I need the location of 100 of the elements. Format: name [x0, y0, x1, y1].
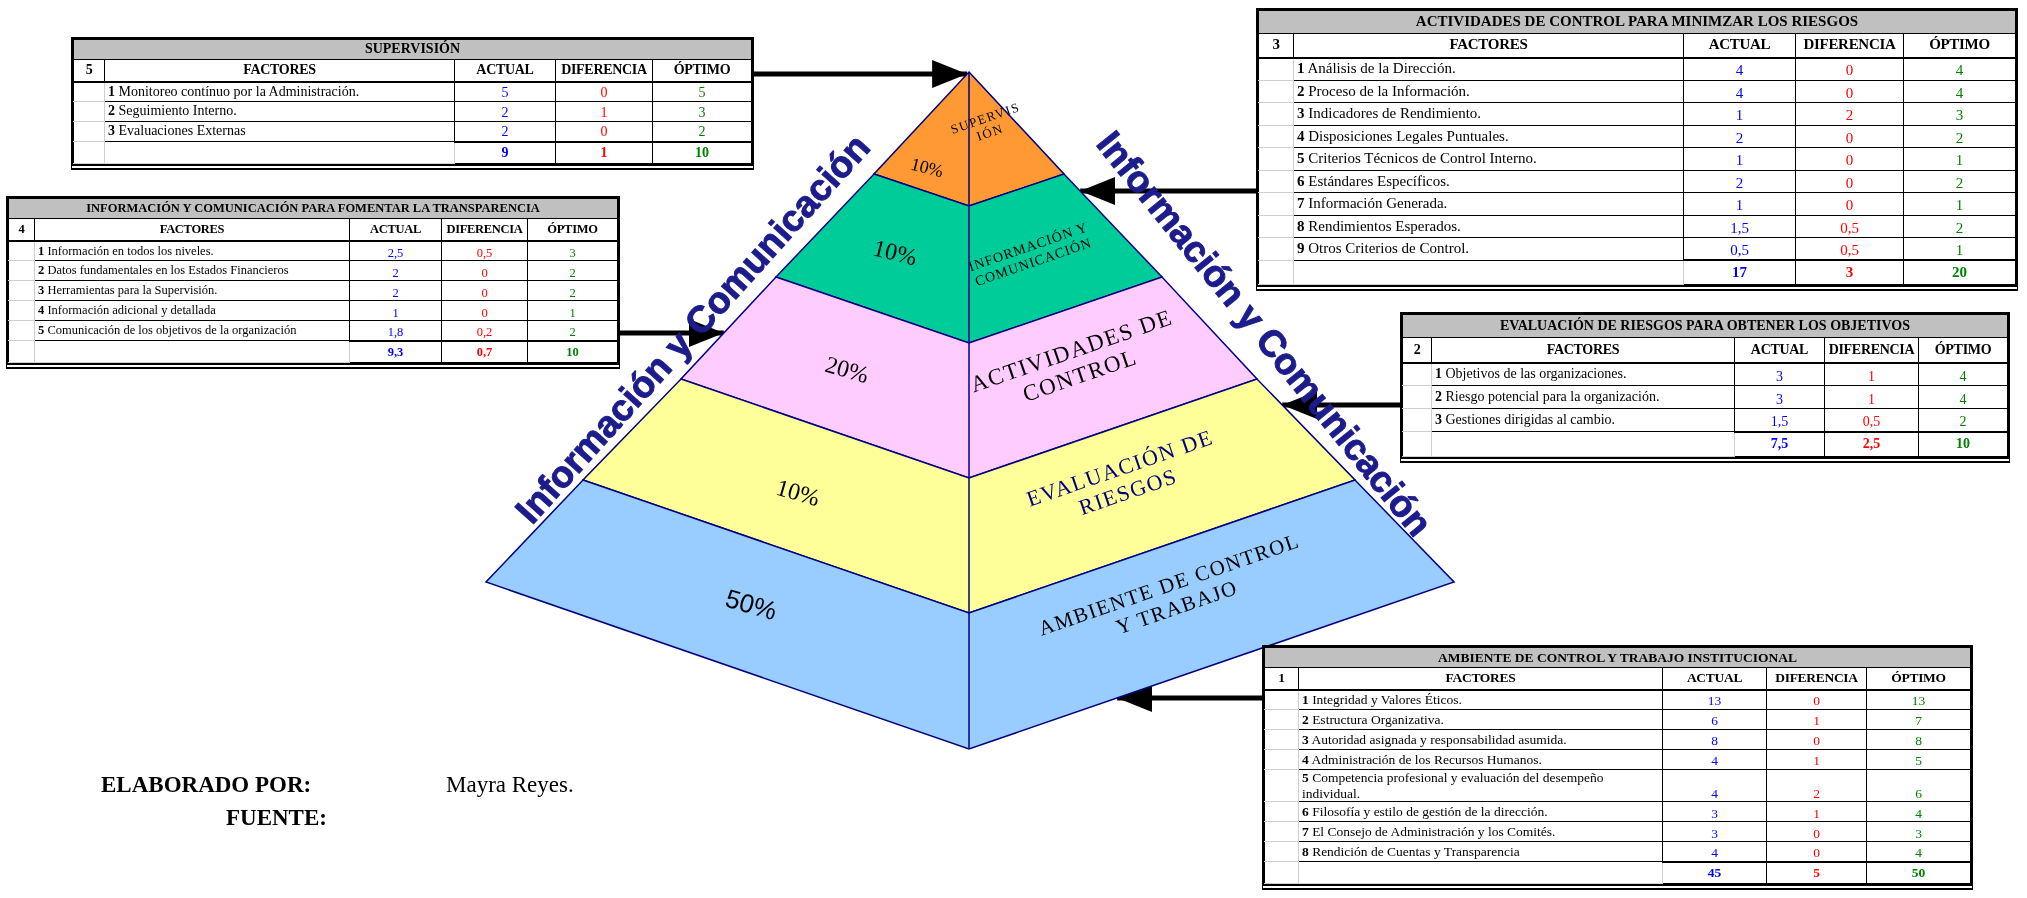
actual-value: 3 — [1662, 801, 1767, 822]
total-value: 0,7 — [441, 340, 528, 363]
optimum-value: 2 — [1903, 215, 2016, 238]
percentage-text: 20% — [822, 350, 872, 390]
column-header: DIFERENCIA — [555, 59, 653, 82]
column-header: FACTORES — [104, 59, 455, 82]
optimum-value: 3 — [1866, 821, 1971, 842]
column-header: ACTUAL — [349, 218, 442, 241]
difference-value: 0 — [555, 81, 653, 102]
arrow — [620, 319, 724, 347]
total-value: 3 — [1795, 260, 1904, 285]
percentage-text: 10% — [908, 153, 946, 183]
optimum-value: 2 — [527, 280, 618, 301]
actual-value: 2 — [1683, 125, 1796, 148]
arrow — [754, 60, 968, 88]
actual-value: 4 — [1683, 57, 1796, 80]
column-header: ACTUAL — [454, 59, 556, 82]
difference-value: 0 — [1766, 821, 1867, 842]
difference-value: 0 — [1795, 147, 1904, 170]
difference-value: 1 — [1766, 749, 1867, 770]
actual-value: 1 — [1683, 192, 1796, 215]
column-header: ÓPTIMO — [1866, 667, 1971, 690]
factor-text: 9 Otros Criterios de Control. — [1293, 237, 1684, 260]
difference-value: 1 — [555, 101, 653, 122]
difference-value: 2 — [1795, 102, 1904, 125]
actual-value: 3 — [1734, 385, 1825, 409]
factor-text: 1 Análisis de la Dirección. — [1293, 57, 1684, 80]
actual-value: 2,5 — [349, 240, 442, 261]
table-title: INFORMACIÓN Y COMUNICACIÓN PARA FOMENTAR LA TRANSPARENCIA — [8, 198, 618, 219]
actual-value: 3 — [1734, 362, 1825, 386]
total-value: 9,3 — [349, 340, 442, 363]
optimum-value: 1 — [1903, 192, 2016, 215]
column-header: FACTORES — [1431, 337, 1735, 363]
column-header: ACTUAL — [1734, 337, 1825, 363]
factor-text: 3 Evaluaciones Externas — [104, 121, 455, 142]
factor-text: 3 Herramientas para la Supervisión. — [34, 280, 350, 301]
column-header: DIFERENCIA — [1795, 33, 1904, 58]
optimum-value: 3 — [527, 240, 618, 261]
column-header: ÓPTIMO — [1903, 33, 2016, 58]
table-title: AMBIENTE DE CONTROL Y TRABAJO INSTITUCIONAL — [1264, 647, 1971, 668]
optimum-value: 7 — [1866, 709, 1971, 730]
factor-text: 7 Información Generada. — [1293, 192, 1684, 215]
table-title: SUPERVISIÓN — [73, 39, 752, 60]
total-value: 10 — [1918, 431, 2008, 457]
credit-label: FUENTE: — [226, 805, 327, 831]
optimum-value: 1 — [527, 300, 618, 321]
difference-value: 0 — [1766, 729, 1867, 750]
actual-value: 5 — [454, 81, 556, 102]
actual-value: 6 — [1662, 709, 1767, 730]
actual-value: 4 — [1662, 769, 1767, 802]
actual-value: 2 — [1683, 170, 1796, 193]
factor-text: 1 Integridad y Valores Éticos. — [1298, 689, 1663, 710]
difference-value: 0 — [441, 260, 528, 281]
difference-value: 1 — [1766, 709, 1867, 730]
actual-value: 4 — [1683, 80, 1796, 103]
column-header: FACTORES — [34, 218, 350, 241]
factor-text: 1 Objetivos de las organizaciones. — [1431, 362, 1735, 386]
percentage-text: 10% — [773, 473, 823, 513]
factor-text: 5 Criterios Técnicos de Control Interno. — [1293, 147, 1684, 170]
arrow — [1080, 177, 1256, 205]
arrow — [1117, 684, 1262, 712]
optimum-value: 4 — [1903, 80, 2016, 103]
difference-value: 0 — [441, 300, 528, 321]
actual-value: 2 — [349, 260, 442, 281]
factor-text: 3 Gestiones dirigidas al cambio. — [1431, 408, 1735, 432]
factor-text: 8 Rendimientos Esperados. — [1293, 215, 1684, 238]
table-title: ACTIVIDADES DE CONTROL PARA MINIMZAR LOS RIESGOS — [1258, 10, 2016, 33]
difference-value: 0,5 — [441, 240, 528, 261]
difference-value: 0 — [1795, 80, 1904, 103]
actual-value: 2 — [349, 280, 442, 301]
difference-value: 0 — [1766, 689, 1867, 710]
optimum-value: 4 — [1918, 362, 2008, 386]
actual-value: 13 — [1662, 689, 1767, 710]
total-value: 50 — [1866, 861, 1971, 884]
credit-label: ELABORADO POR: — [101, 772, 312, 798]
column-header: ÓPTIMO — [527, 218, 618, 241]
arrow — [1282, 391, 1400, 419]
difference-value: 0 — [1795, 192, 1904, 215]
actual-value: 1 — [1683, 147, 1796, 170]
table-title: EVALUACIÓN DE RIESGOS PARA OBTENER LOS OBJETIVOS — [1402, 314, 2008, 338]
table-number: 1 — [1264, 667, 1299, 690]
column-header: DIFERENCIA — [1766, 667, 1867, 690]
column-header: FACTORES — [1298, 667, 1663, 690]
factor-text: 2 Datos fundamentales en los Estados Financieros — [34, 260, 350, 281]
factor-text: 4 Administración de los Recursos Humanos. — [1298, 749, 1663, 770]
factor-text: 2 Seguimiento Interno. — [104, 101, 455, 122]
optimum-value: 2 — [1903, 125, 2016, 148]
factor-text: 6 Filosofía y estilo de gestión de la dirección. — [1298, 801, 1663, 822]
difference-value: 1 — [1824, 385, 1919, 409]
optimum-value: 6 — [1866, 769, 1971, 802]
table-number: 4 — [8, 218, 35, 241]
difference-value: 0 — [1795, 57, 1904, 80]
table-number: 3 — [1258, 33, 1294, 58]
column-header: ACTUAL — [1662, 667, 1767, 690]
total-value: 20 — [1903, 260, 2016, 285]
difference-value: 1 — [1824, 362, 1919, 386]
optimum-value: 1 — [1903, 147, 2016, 170]
actual-value: 1 — [349, 300, 442, 321]
percentage-text: 10% — [870, 234, 920, 272]
actual-value: 8 — [1662, 729, 1767, 750]
